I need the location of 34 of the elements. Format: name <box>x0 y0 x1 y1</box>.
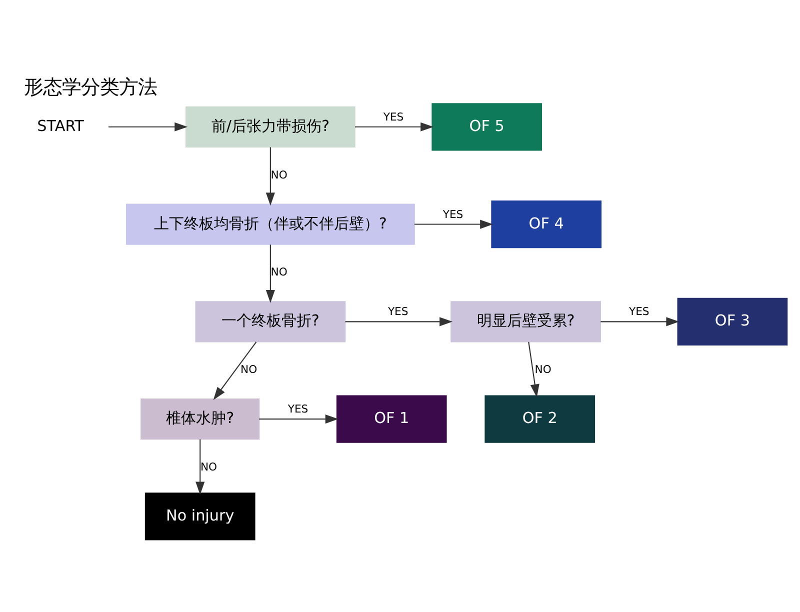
node-box: 明显后壁受累? <box>450 300 601 342</box>
arrow <box>213 341 257 400</box>
edge-label: NO <box>534 362 552 376</box>
arrow <box>600 316 680 326</box>
edge-label: YES <box>628 304 650 318</box>
node-box: OF 1 <box>336 394 447 442</box>
diagram-title: 形态学分类方法 <box>24 74 157 98</box>
node-box: OF 4 <box>491 200 602 248</box>
edge-label: YES <box>288 402 308 416</box>
arrow <box>196 438 205 494</box>
edge-label: YES <box>442 207 464 220</box>
node-box: OF 2 <box>484 394 596 442</box>
arrow <box>266 146 275 206</box>
node-box: 上下终板均骨折（伴或不伴后壁）? <box>126 203 415 244</box>
node-box: 一个终板骨折? <box>195 300 346 342</box>
edge-label: NO <box>270 168 288 181</box>
edge-label: NO <box>240 362 258 376</box>
edge-label: YES <box>383 110 404 123</box>
arrow <box>259 414 338 424</box>
arrow <box>355 122 434 131</box>
node-box: OF 3 <box>677 297 788 345</box>
edge-label: NO <box>200 460 218 473</box>
arrow <box>345 316 453 326</box>
node-box: 前/后张力带损伤? <box>186 106 356 147</box>
node-box: 椎体水肿? <box>140 398 260 440</box>
node-box: OF 5 <box>432 102 542 150</box>
edge-label: YES <box>388 304 408 318</box>
arrow <box>414 219 494 228</box>
arrow <box>108 122 188 131</box>
node-box: No injury <box>144 492 256 540</box>
arrow <box>528 341 540 397</box>
arrow <box>266 244 275 302</box>
node-text: START <box>37 116 84 134</box>
edge-label: NO <box>270 265 288 278</box>
